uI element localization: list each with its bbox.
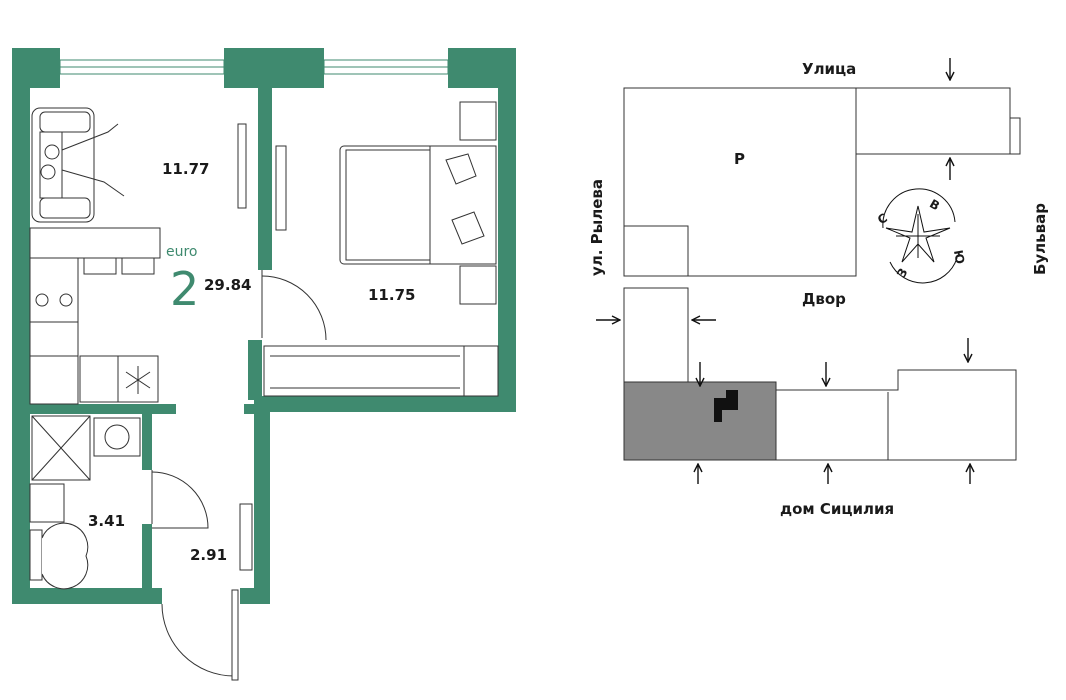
compass-icon bbox=[882, 188, 958, 284]
street-right: Бульвар bbox=[1031, 202, 1049, 276]
building-left-block bbox=[623, 225, 689, 277]
windows bbox=[59, 59, 449, 75]
bed bbox=[339, 145, 497, 265]
apartment-marker bbox=[714, 390, 738, 422]
room-area-hall: 2.91 bbox=[190, 546, 228, 564]
street-top: Улица bbox=[802, 60, 857, 78]
site-plan bbox=[623, 87, 1021, 461]
wardrobe bbox=[263, 345, 499, 397]
current-section bbox=[623, 381, 777, 461]
apartment-type-label: euro bbox=[166, 244, 198, 260]
doors bbox=[151, 270, 327, 681]
street-bottom: дом Сицилия bbox=[780, 500, 895, 518]
walls bbox=[12, 48, 516, 604]
tv-units bbox=[237, 101, 497, 305]
room-area-bathroom: 3.41 bbox=[88, 512, 126, 530]
compass-south-label: Ю bbox=[950, 248, 968, 266]
yard-label: Двор bbox=[802, 290, 846, 308]
building-left-lower bbox=[623, 287, 689, 383]
room-count: 2 bbox=[170, 262, 200, 316]
room-area-living: 11.77 bbox=[162, 160, 210, 178]
parking-label: Р bbox=[734, 150, 745, 168]
building-top-right bbox=[855, 87, 1011, 155]
bathroom-fixtures bbox=[29, 415, 141, 590]
entrance-arrows bbox=[596, 58, 970, 484]
floor-plan bbox=[12, 48, 516, 681]
room-area-bedroom: 11.75 bbox=[368, 286, 416, 304]
street-left: ул. Рылева bbox=[588, 178, 606, 276]
sofa bbox=[31, 107, 125, 223]
total-area: 29.84 bbox=[204, 276, 252, 294]
kitchen bbox=[29, 227, 161, 405]
hall-radiator bbox=[239, 503, 253, 571]
